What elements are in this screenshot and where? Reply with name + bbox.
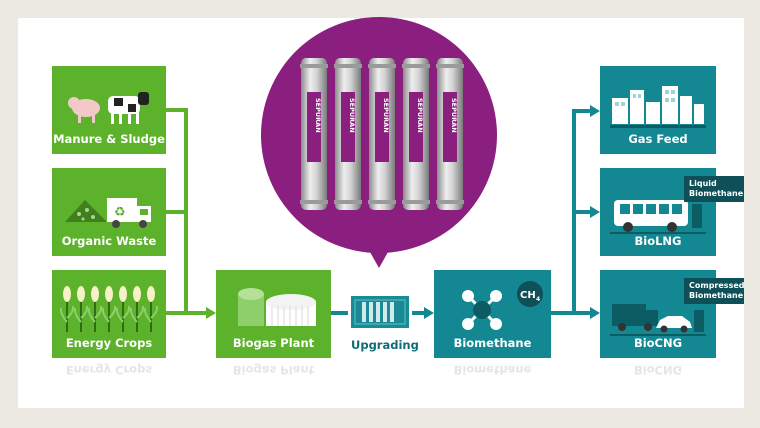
membrane-brand-text: SEPURAN bbox=[382, 98, 390, 133]
corn-leaf bbox=[59, 305, 75, 323]
corn-cob bbox=[133, 286, 141, 302]
biomethane-label: Biomethane bbox=[453, 336, 532, 350]
corn-cob bbox=[147, 286, 155, 302]
source-card-crops: Energy Crops bbox=[52, 270, 166, 358]
corn-stalk bbox=[150, 300, 152, 332]
corn-cob bbox=[105, 286, 113, 302]
upgrading-label: Upgrading bbox=[351, 338, 419, 352]
biogas-plant-icon bbox=[237, 288, 316, 326]
recycling-truck-icon: ♻ bbox=[65, 198, 151, 228]
city-grid-icon bbox=[610, 86, 706, 128]
membrane-tube: SEPURAN bbox=[300, 58, 328, 210]
ch4-formula: CH bbox=[520, 290, 536, 301]
output-card-gasfeed: Gas Feed bbox=[600, 66, 716, 154]
corn-leaf bbox=[73, 305, 89, 323]
corn-leaf bbox=[101, 305, 117, 323]
arrow-to-gasfeed bbox=[590, 105, 600, 117]
source-card-manure: Manure & Sludge bbox=[52, 66, 166, 154]
corn-stalk bbox=[80, 300, 82, 332]
membrane-tube: SEPURAN bbox=[436, 58, 464, 210]
arrow-to-biocng bbox=[590, 307, 600, 319]
corn-leaf bbox=[129, 305, 145, 323]
truck-car-icon bbox=[610, 304, 706, 336]
source-label: Manure & Sludge bbox=[53, 132, 165, 146]
membrane-tube: SEPURAN bbox=[402, 58, 430, 210]
plant-label: Biogas Plant bbox=[232, 336, 315, 350]
corn-cob bbox=[77, 286, 85, 302]
ch4-badge bbox=[517, 281, 543, 307]
membrane-brand-text: SEPURAN bbox=[314, 98, 322, 133]
corn-crops-icon bbox=[59, 286, 159, 332]
corn-stalk bbox=[136, 300, 138, 332]
output-card-biocng: BioCNG bbox=[600, 270, 716, 358]
methane-molecule-icon: CH 4 bbox=[462, 281, 543, 330]
corn-leaf bbox=[143, 305, 159, 323]
corn-cob bbox=[119, 286, 127, 302]
corn-leaf bbox=[115, 305, 131, 323]
corn-cob bbox=[63, 286, 71, 302]
reflection-biogas-plant: Biogas Plant bbox=[232, 363, 315, 377]
livestock-icon bbox=[68, 92, 149, 124]
source-label: Energy Crops bbox=[65, 336, 153, 350]
output-label: BioCNG bbox=[633, 336, 683, 350]
arrow-to-plant bbox=[206, 307, 216, 319]
corn-stalk bbox=[122, 300, 124, 332]
biomethane-card: CH 4 Biomethane bbox=[434, 270, 551, 358]
tag-compressed-biomethane: Compressed Biomethane bbox=[684, 278, 744, 304]
reflection-biocng: BioCNG bbox=[633, 363, 683, 377]
corn-cob bbox=[91, 286, 99, 302]
membrane-brand-text: SEPURAN bbox=[348, 98, 356, 133]
reflection-biomethane: Biomethane bbox=[453, 363, 532, 377]
source-card-waste: ♻ Organic Waste bbox=[52, 168, 166, 256]
output-label: BioLNG bbox=[634, 234, 682, 248]
ch4-subscript: 4 bbox=[536, 296, 540, 303]
membrane-tube: SEPURAN bbox=[368, 58, 396, 210]
bus-icon bbox=[610, 200, 706, 234]
svg-text:♻: ♻ bbox=[114, 205, 126, 220]
arrow-to-biolng bbox=[590, 206, 600, 218]
tag-liquid-biomethane: Liquid Biomethane bbox=[684, 176, 744, 202]
corn-stalk bbox=[66, 300, 68, 332]
biogas-plant-card: Biogas Plant bbox=[216, 270, 331, 358]
membrane-brand-text: SEPURAN bbox=[450, 98, 458, 133]
membrane-module-icon bbox=[351, 296, 409, 328]
source-label: Organic Waste bbox=[61, 234, 157, 248]
corn-stalk bbox=[94, 300, 96, 332]
output-label: Gas Feed bbox=[628, 132, 688, 146]
membrane-brand-text: SEPURAN bbox=[416, 98, 424, 133]
corn-stalk bbox=[108, 300, 110, 332]
reflection-energy-crops: Energy Crops bbox=[65, 363, 153, 377]
membrane-tube: SEPURAN bbox=[334, 58, 362, 210]
arrow-to-biomethane bbox=[424, 307, 434, 319]
corn-leaf bbox=[87, 305, 103, 323]
